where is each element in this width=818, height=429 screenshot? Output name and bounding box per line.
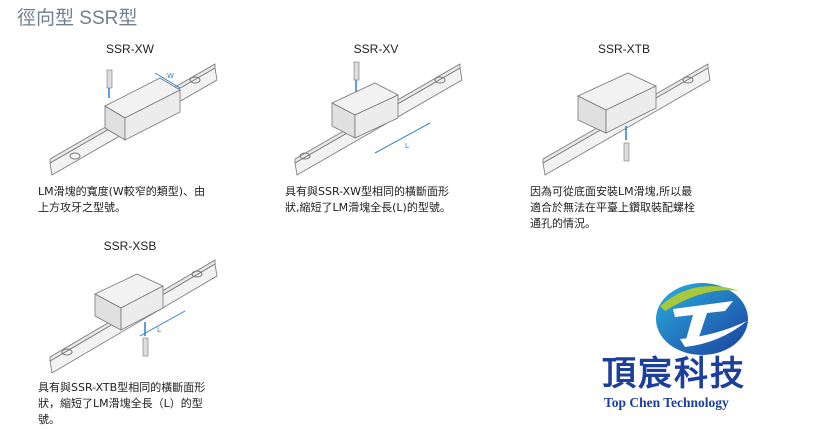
description-line: 上方攻牙之型號。 [38,201,126,214]
logo-name-chinese: 頂宸科技 [602,354,746,394]
description-line: 適合於無法在平臺上鑽取裝配螺栓 [530,201,695,214]
model-label-ssr-xv: SSR-XV [353,42,399,56]
top-chen-logo-emblem [656,283,748,355]
dimension-l-label: L [157,326,161,334]
description-ssr-xsb: 具有與SSR-XTB型相同的橫斷面形 狀，縮短了LM滑塊全長（L）的型 號。 [38,380,205,428]
description-line: LM滑塊的寬度(W較窄的類型)、由 [38,185,206,198]
ssr-xtb-illustration [542,63,711,176]
description-line: 狀，縮短了LM滑塊全長（L）的型 [38,397,203,410]
ssr-xv-illustration: L [294,61,463,176]
description-line: 具有與SSR-XW型相同的橫斷面形 [285,185,449,198]
model-label-ssr-xw: SSR-XW [106,42,154,56]
description-line: 狀,縮短了LM滑塊全長(L)的型號。 [285,201,451,214]
description-line: 因為可從底面安裝LM滑塊,所以最 [530,185,693,198]
description-line: 號。 [38,413,60,426]
model-label-ssr-xsb: SSR-XSB [103,239,157,253]
description-line: 通孔的情況。 [530,217,596,230]
description-ssr-xtb: 因為可從底面安裝LM滑塊,所以最 適合於無法在平臺上鑽取裝配螺栓 通孔的情況。 [530,184,695,232]
logo-name-english: Top Chen Technology [604,395,729,410]
description-line: 具有與SSR-XTB型相同的橫斷面形 [38,381,206,394]
dimension-l-label: L [405,142,409,150]
ssr-xsb-illustration: L [49,259,218,374]
ssr-xw-illustration: W [49,63,218,176]
description-ssr-xv: 具有與SSR-XW型相同的橫斷面形 狀,縮短了LM滑塊全長(L)的型號。 [285,184,451,216]
model-label-ssr-xtb: SSR-XTB [597,42,650,56]
description-ssr-xw: LM滑塊的寬度(W較窄的類型)、由 上方攻牙之型號。 [38,184,205,216]
dimension-w-label: W [167,72,174,80]
page-title: 徑向型 SSR型 [17,8,138,29]
